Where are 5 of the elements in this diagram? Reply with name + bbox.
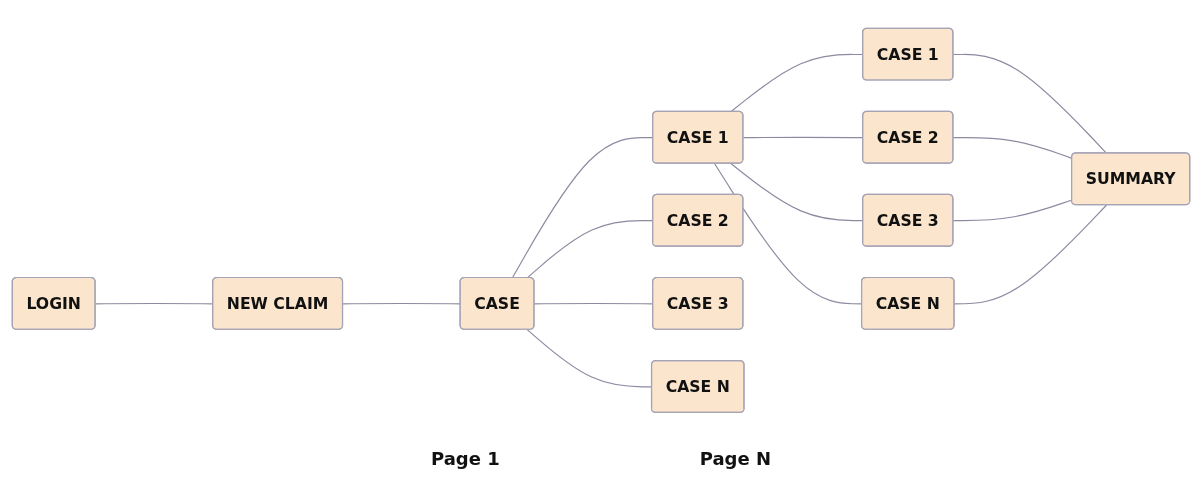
connector xyxy=(952,199,1073,221)
page-label: Page 1 xyxy=(431,448,500,469)
page-label: Page N xyxy=(699,448,771,469)
connector xyxy=(952,53,1108,154)
connector xyxy=(713,162,863,305)
